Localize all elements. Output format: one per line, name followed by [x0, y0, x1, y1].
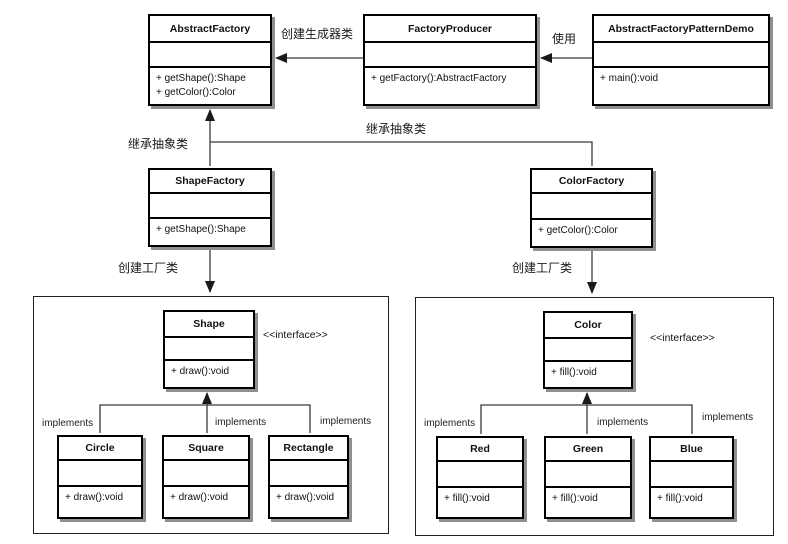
method-item: + getColor():Color: [156, 87, 236, 98]
color-package-container: [415, 297, 774, 536]
class-fields-compartment: [59, 461, 141, 487]
label-implements-square: implements: [215, 417, 267, 428]
label-implements-blue: implements: [702, 412, 754, 423]
method-item: + main():void: [600, 73, 659, 84]
class-methods-compartment: + draw():void: [165, 361, 253, 387]
label-create-factory-right: 创建工厂类: [512, 261, 573, 275]
class-fields-compartment: [532, 194, 651, 220]
interface-color: Color + fill():void: [543, 311, 633, 389]
class-square: Square + draw():void: [162, 435, 250, 519]
class-green: Green + fill():void: [544, 436, 632, 519]
class-red: Red + fill():void: [436, 436, 524, 519]
method-item: + getShape():Shape: [156, 224, 246, 235]
label-interface-shape: <<interface>>: [263, 329, 328, 341]
class-methods-compartment: + fill():void: [545, 362, 631, 387]
implements-bus-left: [99, 404, 311, 433]
class-rectangle: Rectangle + draw():void: [268, 435, 349, 519]
method-item: + fill():void: [551, 367, 597, 378]
method-item: + draw():void: [170, 492, 229, 503]
label-implements-green: implements: [597, 417, 649, 428]
class-fields-compartment: [438, 462, 522, 488]
class-methods-compartment: + main():void: [594, 68, 768, 104]
class-methods-compartment: + draw():void: [270, 487, 347, 517]
class-blue: Blue + fill():void: [649, 436, 734, 519]
label-create-factory-left: 创建工厂类: [118, 261, 179, 275]
interface-shape: Shape + draw():void: [163, 310, 255, 389]
class-title: Shape: [165, 312, 253, 338]
method-item: + getFactory():AbstractFactory: [371, 73, 507, 84]
class-title: Red: [438, 438, 522, 462]
label-use: 使用: [552, 32, 577, 46]
method-item: + getShape():Shape: [156, 73, 246, 84]
class-fields-compartment: [165, 338, 253, 361]
class-fields-compartment: [164, 461, 248, 487]
label-implements-rectangle: implements: [320, 416, 372, 427]
class-methods-compartment: + getColor():Color: [532, 220, 651, 246]
class-title: Square: [164, 437, 248, 461]
class-fields-compartment: [546, 462, 630, 488]
class-methods-compartment: + draw():void: [164, 487, 248, 517]
shape-package-container: [33, 296, 389, 534]
class-color-factory: ColorFactory + getColor():Color: [530, 168, 653, 248]
class-methods-compartment: + draw():void: [59, 487, 141, 517]
label-inherit-abstract-right: 继承抽象类: [366, 122, 427, 136]
class-fields-compartment: [270, 461, 347, 487]
class-fields-compartment: [150, 43, 270, 68]
class-factory-producer: FactoryProducer + getFactory():AbstractF…: [363, 14, 537, 106]
class-title: ShapeFactory: [150, 170, 270, 194]
method-item: + fill():void: [444, 493, 490, 504]
class-methods-compartment: + getShape():Shape: [150, 219, 270, 245]
label-implements-circle: implements: [42, 418, 94, 429]
class-methods-compartment: + fill():void: [438, 488, 522, 517]
class-methods-compartment: + getFactory():AbstractFactory: [365, 68, 535, 104]
method-item: + draw():void: [276, 492, 335, 503]
method-item: + fill():void: [657, 493, 703, 504]
class-title: Color: [545, 313, 631, 339]
label-create-builder: 创建生成器类: [281, 27, 354, 41]
class-methods-compartment: + fill():void: [651, 488, 732, 517]
method-item: + draw():void: [65, 492, 124, 503]
class-abstract-factory-pattern-demo: AbstractFactoryPatternDemo + main():void: [592, 14, 770, 106]
class-title: Green: [546, 438, 630, 462]
class-fields-compartment: [150, 194, 270, 219]
class-fields-compartment: [365, 43, 535, 68]
label-inherit-abstract-left: 继承抽象类: [128, 137, 189, 151]
method-item: + draw():void: [171, 366, 230, 377]
class-title: Circle: [59, 437, 141, 461]
class-title: ColorFactory: [532, 170, 651, 194]
class-fields-compartment: [651, 462, 732, 488]
class-circle: Circle + draw():void: [57, 435, 143, 519]
class-title: AbstractFactory: [150, 16, 270, 43]
class-shape-factory: ShapeFactory + getShape():Shape: [148, 168, 272, 247]
class-title: FactoryProducer: [365, 16, 535, 43]
class-methods-compartment: + getShape():Shape + getColor():Color: [150, 68, 270, 104]
method-item: + fill():void: [552, 493, 598, 504]
class-abstract-factory: AbstractFactory + getShape():Shape + get…: [148, 14, 272, 106]
class-fields-compartment: [594, 43, 768, 68]
inherit-branch-line: [210, 141, 593, 166]
class-title: Rectangle: [270, 437, 347, 461]
class-methods-compartment: + fill():void: [546, 488, 630, 517]
class-title: AbstractFactoryPatternDemo: [594, 16, 768, 43]
label-interface-color: <<interface>>: [650, 332, 715, 344]
class-fields-compartment: [545, 339, 631, 362]
class-title: Blue: [651, 438, 732, 462]
method-item: + getColor():Color: [538, 225, 618, 236]
label-implements-red: implements: [424, 418, 476, 429]
